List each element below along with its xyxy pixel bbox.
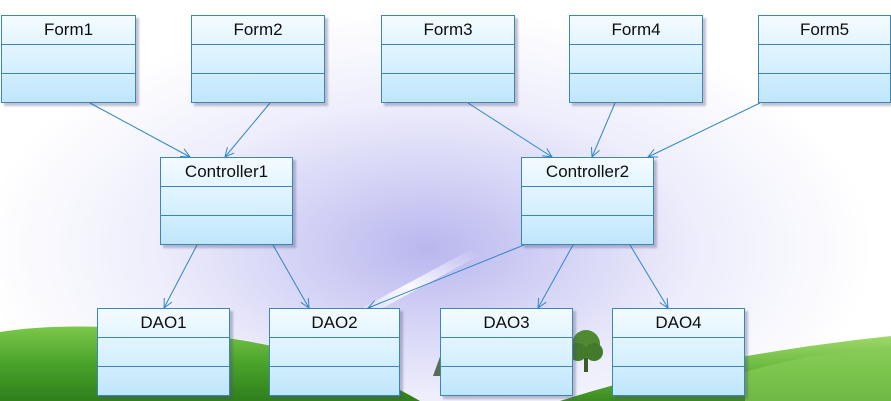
class-name: DAO4	[613, 309, 744, 338]
class-controller1[interactable]: Controller1	[160, 157, 293, 245]
attributes-compartment	[98, 338, 229, 367]
class-form2[interactable]: Form2	[191, 15, 325, 103]
class-name: DAO3	[441, 309, 572, 338]
tree-icon	[569, 330, 603, 372]
class-dao2[interactable]: DAO2	[269, 308, 400, 396]
attributes-compartment	[270, 338, 399, 367]
class-name: Controller1	[161, 158, 292, 187]
operations-compartment	[161, 216, 292, 244]
attributes-compartment	[192, 45, 324, 74]
operations-compartment	[2, 74, 135, 102]
class-dao3[interactable]: DAO3	[440, 308, 573, 396]
class-dao1[interactable]: DAO1	[97, 308, 230, 396]
attributes-compartment	[161, 187, 292, 216]
class-form1[interactable]: Form1	[1, 15, 136, 103]
class-name: Form3	[382, 16, 514, 45]
attributes-compartment	[2, 45, 135, 74]
operations-compartment	[441, 367, 572, 395]
class-form4[interactable]: Form4	[569, 15, 703, 103]
attributes-compartment	[759, 45, 890, 74]
operations-compartment	[98, 367, 229, 395]
class-name: Form5	[759, 16, 890, 45]
class-name: DAO2	[270, 309, 399, 338]
class-name: DAO1	[98, 309, 229, 338]
attributes-compartment	[382, 45, 514, 74]
class-controller2[interactable]: Controller2	[521, 157, 654, 245]
attributes-compartment	[570, 45, 702, 74]
class-name: Form4	[570, 16, 702, 45]
operations-compartment	[759, 74, 890, 102]
class-name: Controller2	[522, 158, 653, 187]
grass-hill-far	[745, 348, 891, 401]
class-dao4[interactable]: DAO4	[612, 308, 745, 396]
operations-compartment	[570, 74, 702, 102]
operations-compartment	[270, 367, 399, 395]
attributes-compartment	[613, 338, 744, 367]
attributes-compartment	[522, 187, 653, 216]
operations-compartment	[522, 216, 653, 244]
operations-compartment	[613, 367, 744, 395]
class-form5[interactable]: Form5	[758, 15, 891, 103]
operations-compartment	[192, 74, 324, 102]
class-name: Form2	[192, 16, 324, 45]
class-name: Form1	[2, 16, 135, 45]
class-form3[interactable]: Form3	[381, 15, 515, 103]
operations-compartment	[382, 74, 514, 102]
attributes-compartment	[441, 338, 572, 367]
